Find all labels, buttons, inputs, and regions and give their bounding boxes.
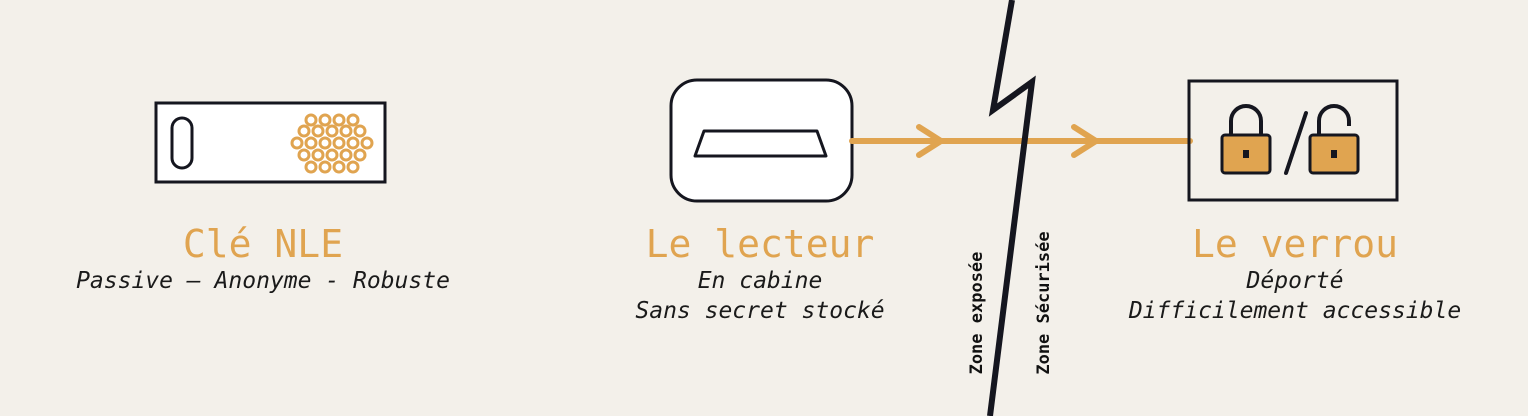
lock-open-icon [1308, 104, 1360, 175]
key-subtitle: Passive — Anonyme - Robuste [76, 268, 450, 294]
reader-title: Le lecteur [645, 222, 875, 266]
zone-secured-label: Zone Sécurisée [1034, 231, 1054, 375]
lock-line1: Déporté [1246, 268, 1344, 294]
lock-title: Le verrou [1192, 222, 1398, 266]
slash-separator [1284, 111, 1308, 175]
reader-label-group: Le lecteur En cabine Sans secret stocké [580, 222, 940, 326]
card-reader-icon [669, 78, 854, 203]
key-title: Clé NLE [182, 222, 344, 266]
reader-line1: En cabine [697, 268, 823, 294]
lock-closed-icon [1220, 104, 1272, 175]
lock-label-group: Le verrou Déporté Difficilement accessib… [1080, 222, 1510, 326]
lightning-divider-icon [987, 0, 1036, 416]
key-label-group: Clé NLE Passive — Anonyme - Robuste [18, 222, 508, 296]
arrow-icon [849, 124, 1193, 158]
nfc-key-icon [154, 101, 387, 184]
lock-line2: Difficilement accessible [1128, 298, 1462, 324]
zone-exposed-label: Zone exposée [967, 251, 987, 375]
reader-line2: Sans secret stocké [635, 298, 885, 324]
